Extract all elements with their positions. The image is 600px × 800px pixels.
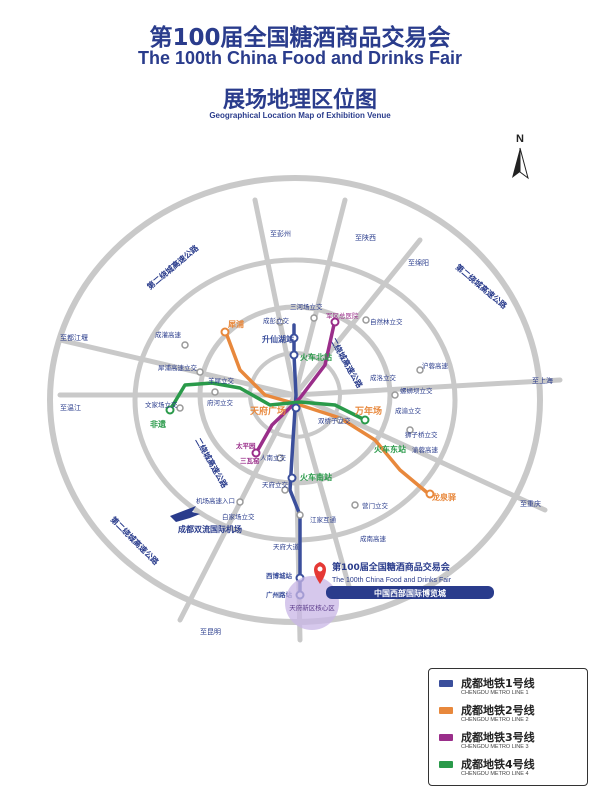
dest-shaanxi: 至陕西 — [355, 233, 376, 242]
venue-pin-icon — [314, 562, 326, 584]
dest-pengzhou: 至彭州 — [270, 229, 291, 238]
label-pixian: 犀浦高速立交 — [158, 363, 198, 372]
label-chengyu-jct: 成渝立交 — [395, 406, 422, 415]
station-wannian — [360, 415, 370, 425]
legend-cn-line3: 成都地铁3号线 — [461, 731, 535, 744]
station-longquanyi — [425, 489, 435, 499]
dest-dujiangyan: 至都江堰 — [60, 333, 88, 342]
label-tianfu-jct: 天府立交 — [262, 480, 289, 489]
venue-core-area — [285, 576, 339, 630]
label-chengluo: 成洛立交 — [370, 373, 397, 382]
label-tianfu-avenue: 天府大道 — [273, 542, 300, 551]
label-xibo: 西博城站 — [266, 571, 293, 580]
legend-item-line3: 成都地铁3号线 CHENGDU METRO LINE 3 — [439, 731, 579, 757]
label-chengyu-gs: 渝蓉高速 — [412, 445, 439, 454]
label-chengguan: 成灌高速 — [155, 330, 182, 339]
label-longquanyi: 龙泉驿 — [431, 492, 457, 502]
label-shengxian: 升仙湖站 — [262, 334, 294, 344]
legend-en-line4: CHENGDU METRO LINE 4 — [461, 771, 529, 777]
legend-en-line3: CHENGDU METRO LINE 3 — [461, 744, 529, 750]
label-yanshi: 螺蛳坝立交 — [400, 386, 433, 395]
label-yangxi: 羊犀立交 — [208, 376, 235, 385]
ring-label-outer-tr: 第二绕城高速公路 — [454, 262, 510, 311]
label-chengkun: 营门立交 — [362, 501, 389, 510]
legend-en-line1: CHENGDU METRO LINE 1 — [461, 690, 529, 696]
station-military-hospital — [330, 317, 340, 327]
metro-line-2 — [223, 328, 432, 497]
airplane-icon — [170, 506, 200, 522]
label-airport: 成都双流国际机场 — [178, 524, 242, 534]
venue-banner — [326, 586, 494, 599]
compass-label: N — [516, 133, 524, 145]
legend-swatch-line4 — [439, 761, 453, 768]
map-title-en: Geographical Location Map of Exhibition … — [209, 111, 391, 120]
label-military: 军区总医院 — [326, 311, 359, 320]
label-fuhe: 府河立交 — [207, 398, 234, 407]
legend-swatch-line3 — [439, 734, 453, 741]
ring-label-inner-tr: 二绕城高速公路 — [328, 336, 365, 390]
label-guangzhou: 广州路站 — [266, 590, 293, 599]
compass-icon: N — [512, 133, 529, 180]
dest-kunming: 至昆明 — [200, 628, 221, 636]
venue-banner-text: 中国西部国际博览城 — [374, 588, 446, 598]
ring-label-outer-tl: 第二绕城高速公路 — [145, 242, 201, 291]
label-train-south: 火车南站 — [300, 472, 332, 482]
ring-label-outer-bl: 第二绕城高速公路 — [109, 514, 162, 567]
station-north — [289, 350, 299, 360]
legend-cn-line2: 成都地铁2号线 — [461, 704, 535, 717]
label-chengnan: 成南高速 — [360, 534, 387, 543]
dest-mianyang: 至绵阳 — [408, 258, 429, 267]
label-train-north: 火车北站 — [300, 352, 332, 362]
station-feiyi — [165, 405, 175, 415]
label-tianfu-center: 天府新区核心区 — [289, 603, 335, 612]
label-wannian: 万年场 — [354, 405, 382, 417]
label-sanwayao: 三瓦窑 — [240, 456, 260, 465]
title-en: The 100th China Food and Drinks Fair — [137, 48, 463, 68]
legend: 成都地铁1号线 CHENGDU METRO LINE 1 成都地铁2号线 CHE… — [428, 668, 588, 786]
dest-chongqing: 至重庆 — [520, 499, 541, 508]
station-xipu — [220, 327, 230, 337]
legend-swatch-line2 — [439, 707, 453, 714]
metro-line-3 — [253, 318, 337, 457]
legend-item-line2: 成都地铁2号线 CHENGDU METRO LINE 2 — [439, 704, 579, 730]
label-shiziqiao: 狮子桥立交 — [405, 430, 438, 439]
label-xipu: 犀浦 — [227, 319, 244, 329]
label-train-east: 火车东站 — [374, 444, 406, 454]
legend-cn-line4: 成都地铁4号线 — [461, 758, 535, 771]
label-airport-high: 机场高速入口 — [196, 496, 235, 505]
dest-shanghai: 至上海 — [532, 376, 553, 385]
ring-label-inner-bl: 二绕城高速公路 — [193, 436, 230, 490]
legend-item-line4: 成都地铁4号线 CHENGDU METRO LINE 4 — [439, 758, 579, 784]
legend-swatch-line1 — [439, 680, 453, 687]
label-mianyang-gao: 沪蓉高速 — [422, 361, 449, 370]
label-zixin: 自然林立交 — [370, 317, 403, 326]
label-feiyi: 非遗 — [150, 419, 166, 429]
station-taipingyuan — [251, 448, 261, 458]
legend-cn-line1: 成都地铁1号线 — [461, 677, 535, 690]
metro-line-4 — [168, 381, 367, 422]
venue-name-cn: 第100届全国糖酒商品交易会 — [332, 561, 451, 573]
title-cn: 第100届全国糖酒商品交易会 — [149, 25, 451, 51]
label-sanhe: 三河场立交 — [290, 302, 323, 311]
station-south — [287, 473, 297, 483]
label-wenjiang-jct: 文家场立交 — [145, 400, 178, 409]
station-shengxian — [289, 333, 299, 343]
label-baijia: 白家场立交 — [222, 512, 255, 521]
label-jiajia: 江家互通 — [310, 515, 337, 524]
station-tianfu-square — [291, 403, 301, 413]
map-title-cn: 展场地理区位图 — [222, 88, 377, 113]
dest-wenjiang: 至温江 — [60, 403, 81, 412]
label-renan: 人南立交 — [260, 453, 287, 462]
venue-name-en: The 100th China Food and Drinks Fair — [332, 577, 452, 584]
label-taipingyuan: 太平园 — [235, 441, 256, 450]
legend-item-line1: 成都地铁1号线 CHENGDU METRO LINE 1 — [439, 677, 579, 703]
label-chengpeng: 成彭立交 — [263, 316, 290, 325]
label-tianfu-square: 天府广场 — [250, 405, 286, 417]
label-erhuan-e: 双桥子立交 — [318, 416, 351, 425]
legend-en-line2: CHENGDU METRO LINE 2 — [461, 717, 529, 723]
